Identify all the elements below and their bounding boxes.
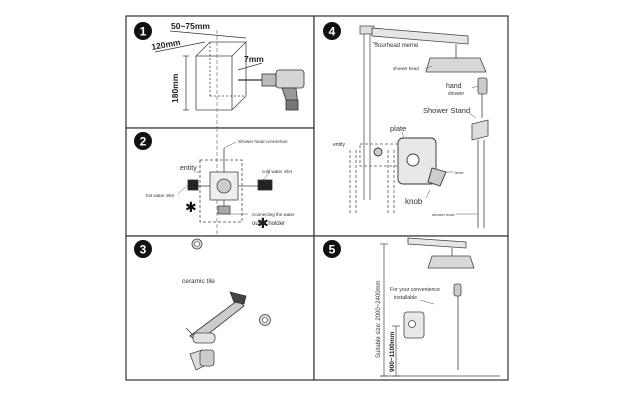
leader-lines-4 bbox=[371, 41, 479, 215]
step-number-3: 3 bbox=[140, 243, 147, 257]
drill-icon bbox=[238, 69, 305, 111]
panel-1: 1 50~75mm 120mm 180mm 7mm bbox=[125, 15, 315, 129]
control-plate-icon bbox=[373, 137, 447, 187]
valve-body bbox=[196, 128, 262, 236]
step-badge-1 bbox=[134, 22, 152, 40]
entity-label-4: entity bbox=[333, 142, 345, 148]
height-dimension-label: 180mm bbox=[170, 73, 180, 103]
wall-recess bbox=[195, 30, 247, 128]
step-badge-2 bbox=[134, 132, 152, 150]
leader-lines-2 bbox=[177, 141, 271, 215]
step-number-1: 1 bbox=[140, 25, 147, 39]
width-dimension-label: 50~75mm bbox=[171, 21, 210, 31]
dimension-lines bbox=[154, 30, 263, 111]
panel-5: 5 For your convenience installable Suita… bbox=[313, 235, 509, 381]
step-number-5: 5 bbox=[329, 243, 336, 257]
spacer-parts bbox=[189, 332, 216, 371]
sealant-icon-left: ✱ bbox=[185, 199, 197, 215]
knob-label: knob bbox=[405, 197, 423, 206]
connecting-outlet-label: Connecting the water bbox=[252, 212, 295, 217]
step-number-4: 4 bbox=[329, 25, 336, 39]
shower-hose-label: shower hose bbox=[432, 212, 455, 217]
sealant-icon-right: ✱ bbox=[257, 215, 269, 231]
panel-3: 3 ceramic tile bbox=[125, 235, 315, 381]
step-badge-3 bbox=[134, 240, 152, 258]
lower-height-label: 900~1100mm bbox=[389, 331, 396, 372]
ceramic-tile-label: ceramic tile bbox=[182, 278, 215, 285]
hand-label: hand bbox=[446, 83, 462, 90]
hand-shower-icon bbox=[471, 77, 489, 228]
convenience-label-line1: For your convenience bbox=[390, 287, 440, 293]
convenience-label-line2: installable bbox=[394, 295, 417, 301]
suitable-size-label: Suitable size: 2000~2400mm bbox=[376, 280, 382, 358]
step-badge-5 bbox=[323, 240, 341, 258]
drill-bit-label: 7mm bbox=[244, 54, 264, 64]
utility-knife-icon bbox=[185, 291, 247, 343]
height-guides bbox=[380, 243, 500, 377]
shower-stand-label: Shower Stand bbox=[423, 106, 470, 115]
water-pipes bbox=[349, 25, 401, 214]
entity-label: entity bbox=[180, 165, 197, 172]
outlet-holder-label: outlet holder bbox=[252, 221, 285, 227]
lever-label: lever bbox=[455, 170, 464, 175]
shower-head-icon bbox=[371, 27, 487, 73]
hot-water-inlet-label: hot water inlet bbox=[146, 193, 175, 198]
shower-set-icon bbox=[403, 237, 475, 370]
step-badge-4 bbox=[323, 22, 341, 40]
plate-label: plate bbox=[390, 124, 406, 133]
shower-label: shower bbox=[448, 91, 464, 97]
panel-2: 2 ✱ ✱ Shower head connection bbox=[125, 127, 315, 237]
shower-head-label: shower head bbox=[393, 66, 419, 71]
sourhead-meme-label: Sourhead meme bbox=[374, 43, 419, 49]
shower-head-connection-label: Shower head connection bbox=[238, 139, 288, 144]
cold-water-inlet-label: cold water inlet bbox=[262, 169, 293, 174]
panel-4: 4 bbox=[313, 15, 509, 237]
step-number-2: 2 bbox=[140, 135, 147, 149]
